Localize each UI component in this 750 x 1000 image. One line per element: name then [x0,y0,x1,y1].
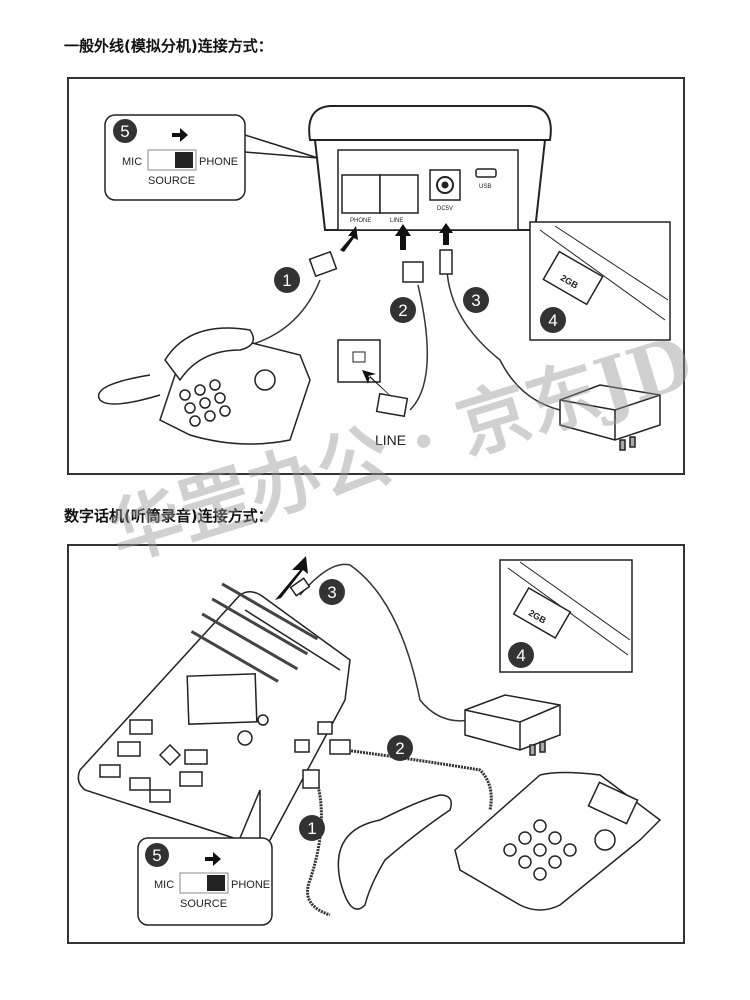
arrow-right-icon-2 [205,852,221,866]
cables-1 [249,269,561,411]
recorder-front [77,591,351,846]
switch-source-label: SOURCE [148,175,195,187]
connectors-2 [289,577,351,789]
arrow-right-icon [172,128,188,142]
step-badges-2 [299,579,534,841]
step-1-badge-2: 1 [307,819,316,838]
digital-phone [454,771,662,911]
step-4-badge: 4 [548,311,557,330]
power-adapter-2 [464,694,561,756]
connectors-1 [308,249,453,418]
source-switch-callout [104,114,319,201]
source-switch-callout-2 [137,789,273,926]
step-2-badge-2: 2 [395,739,404,758]
diagram2-frame [67,544,685,944]
power-adapter [559,384,661,451]
port-usb-label: USB [479,184,491,190]
switch-source-label-2: SOURCE [180,898,227,910]
step-3-badge: 3 [471,291,480,310]
step-2-badge: 2 [398,301,407,320]
section2-title: 数字话机(听筒录音)连接方式： [64,507,273,525]
wall-jack [337,339,390,395]
switch-slider-2 [207,875,225,891]
speaker-grille [190,582,319,683]
switch-slider [175,152,193,168]
step-4-badge-2: 4 [516,646,525,665]
step-1-badge: 1 [282,271,291,290]
cables-2 [299,563,493,917]
diagram1-frame [67,77,685,475]
port-dc-label: DC5V [437,206,453,212]
section1-title: 一般外线(模拟分机)连接方式： [64,37,273,55]
switch-mic-label: MIC [122,156,142,168]
handset [337,794,452,910]
port-line-label: LINE [390,218,403,224]
line-label: LINE [375,432,406,448]
analog-phone [97,327,311,445]
port-phone-label: PHONE [350,218,371,224]
switch-phone-label-2: PHONE [231,879,270,891]
step-3-badge-2: 3 [327,583,336,602]
step-5-badge: 5 [120,122,129,141]
step-5-badge-2: 5 [152,846,161,865]
switch-mic-label-2: MIC [154,879,174,891]
step-badges-1 [274,267,566,333]
switch-phone-label: PHONE [199,156,238,168]
port-arrows [340,223,453,252]
dc-arrow [275,556,308,600]
recorder-back-panel [308,105,552,231]
